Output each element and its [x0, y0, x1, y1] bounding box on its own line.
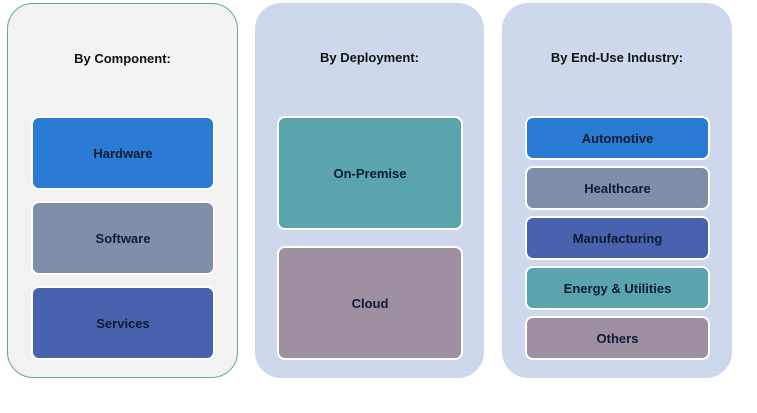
- segment-label: Cloud: [351, 295, 389, 311]
- panel-title: By End-Use Industry:: [550, 50, 684, 65]
- segment-label: Healthcare: [584, 180, 651, 196]
- segment-label: On-Premise: [333, 165, 407, 181]
- segment-services: Services: [31, 286, 215, 360]
- segment-automotive: Automotive: [525, 116, 710, 160]
- segment-label: Hardware: [93, 145, 153, 161]
- panel-title: By Component:: [74, 51, 171, 66]
- segment-manufacturing: Manufacturing: [525, 216, 710, 260]
- panel-by-component: By Component: Hardware Software Services: [7, 3, 238, 378]
- panel-by-deployment: By Deployment: On-Premise Cloud: [255, 3, 484, 378]
- panel-by-end-use-industry: By End-Use Industry: Automotive Healthca…: [502, 3, 732, 378]
- panel-title: By Deployment:: [320, 50, 419, 65]
- segment-others: Others: [525, 316, 710, 360]
- segment-hardware: Hardware: [31, 116, 215, 190]
- segment-software: Software: [31, 201, 215, 275]
- segment-label: Software: [95, 230, 151, 246]
- segment-energy-utilities: Energy & Utilities: [525, 266, 710, 310]
- segment-cloud: Cloud: [277, 246, 463, 360]
- segment-label: Automotive: [581, 130, 654, 146]
- segment-healthcare: Healthcare: [525, 166, 710, 210]
- segment-label: Manufacturing: [572, 230, 663, 246]
- segment-label: Services: [96, 315, 150, 331]
- segment-on-premise: On-Premise: [277, 116, 463, 230]
- segment-label: Others: [596, 330, 639, 346]
- segment-label: Energy & Utilities: [563, 280, 672, 296]
